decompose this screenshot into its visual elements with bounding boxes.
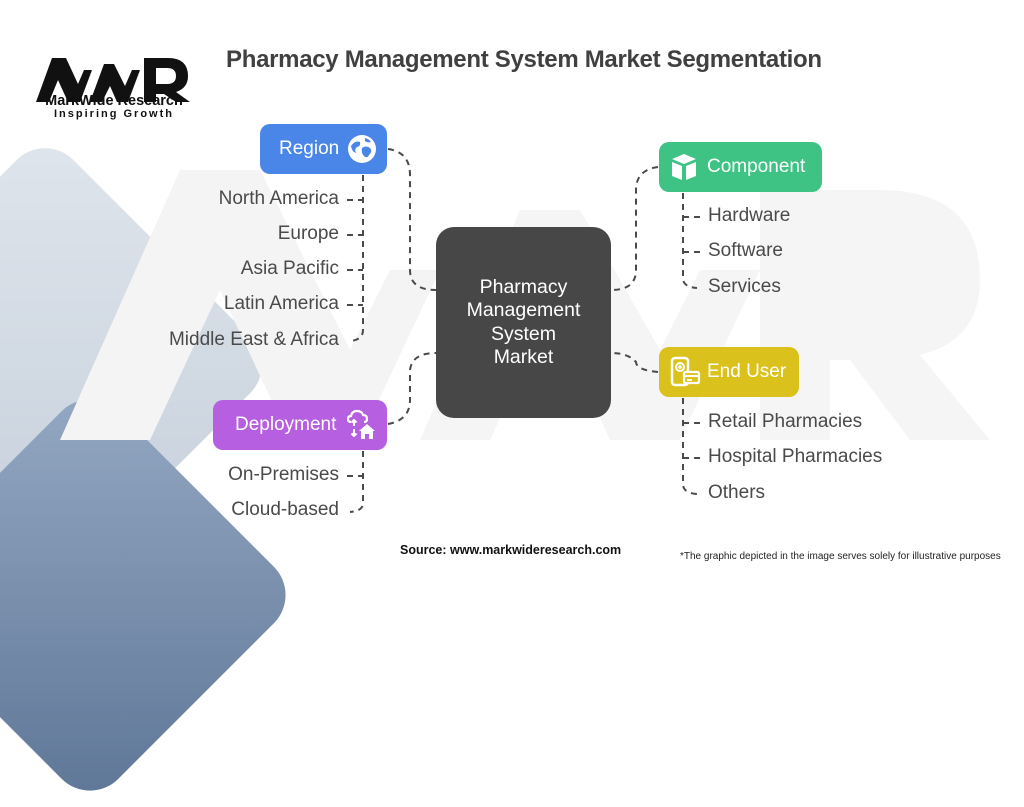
center-node-line: Pharmacy <box>479 275 568 298</box>
region-item: North America <box>218 188 339 209</box>
brand-name: MarkWide Research <box>45 93 183 109</box>
mobile-payment-icon <box>670 356 701 387</box>
source-note: Source: www.markwideresearch.com <box>400 543 622 557</box>
region-item: Europe <box>277 223 339 244</box>
region-item: Asia Pacific <box>240 258 339 279</box>
globe-icon <box>348 135 376 163</box>
disclaimer-note: *The graphic depicted in the image serve… <box>680 551 1001 562</box>
segment-end-user: End User <box>659 347 799 397</box>
deployment-item: Cloud-based <box>231 499 339 520</box>
connector-component-center <box>610 166 659 291</box>
deployment-item: On-Premises <box>228 464 339 485</box>
component-item: Hardware <box>708 205 791 226</box>
component-item: Software <box>708 240 783 261</box>
center-node-line: Market <box>493 346 554 368</box>
segment-component: Component <box>659 142 822 192</box>
segment-region: Region <box>260 124 387 174</box>
brand-logo-icon <box>36 58 190 102</box>
connector-enduser-center <box>610 352 659 373</box>
region-item: Middle East & Africa <box>168 329 339 350</box>
segment-deployment-label: Deployment <box>235 414 337 435</box>
end-user-item: Others <box>708 482 766 503</box>
box-icon <box>672 154 696 180</box>
connector-lines <box>347 148 700 513</box>
end-user-item: Retail Pharmacies <box>708 411 863 432</box>
connector-deployment-list <box>349 451 364 513</box>
cloud-home-icon <box>346 409 375 439</box>
segment-component-label: Component <box>707 156 806 177</box>
center-node-line: System <box>490 322 556 345</box>
region-item: Latin America <box>223 293 339 314</box>
connector-region-center <box>387 148 437 291</box>
segment-region-label: Region <box>279 138 340 159</box>
connector-enduser-list <box>682 398 698 495</box>
connector-deployment-center <box>387 352 437 425</box>
brand-tagline: Inspiring Growth <box>54 108 174 120</box>
segment-end-user-label: End User <box>707 361 787 382</box>
end-user-item: Hospital Pharmacies <box>708 446 883 467</box>
component-item: Services <box>708 276 781 297</box>
connector-component-list <box>682 193 698 289</box>
segment-deployment: Deployment <box>213 400 387 450</box>
center-node-line: Management <box>466 299 581 321</box>
center-node: Pharmacy Management System Market <box>436 227 611 418</box>
page-title: Pharmacy Management System Market Segmen… <box>226 46 822 73</box>
connector-region-list <box>349 175 364 342</box>
